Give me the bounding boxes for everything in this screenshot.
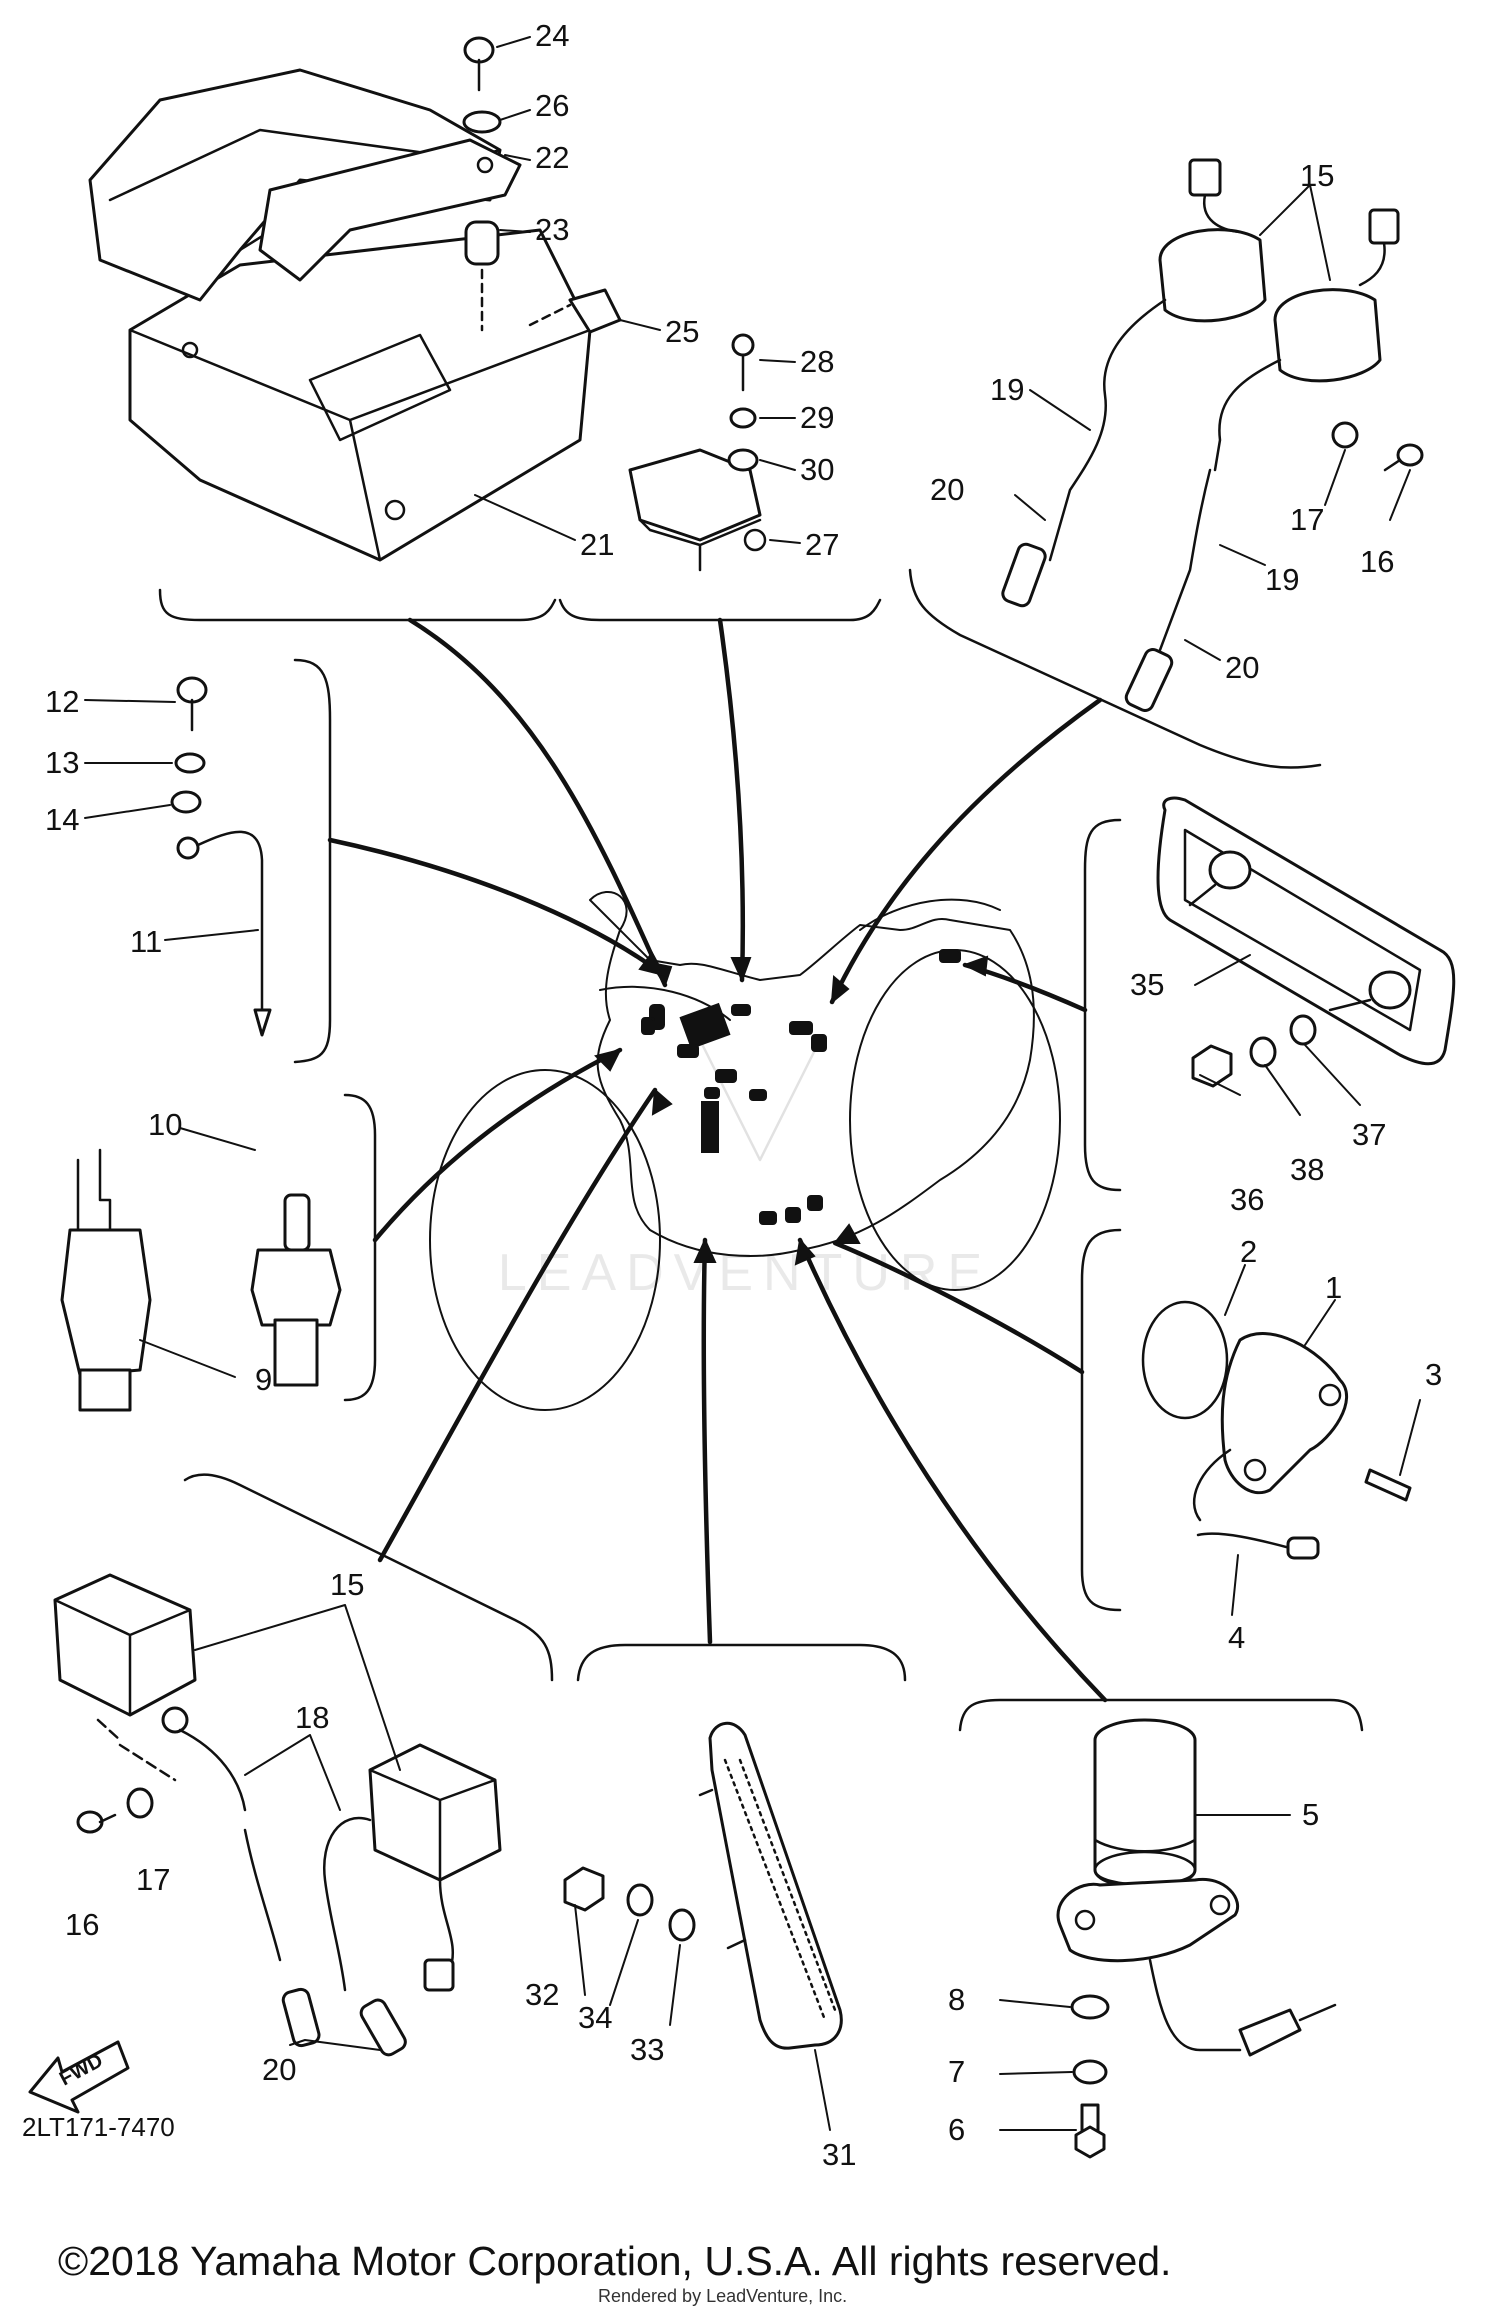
callout-35: 35 xyxy=(1130,967,1164,1002)
callout-4: 4 xyxy=(1228,1620,1245,1655)
ignition-coil-group-upper xyxy=(1001,158,1424,712)
lead-wire-group xyxy=(170,676,272,1037)
callout-30: 30 xyxy=(800,452,834,487)
callout-1: 1 xyxy=(1325,1270,1342,1305)
callout-15-lower: 15 xyxy=(330,1567,364,1602)
motorcycle-outline xyxy=(429,890,1061,1411)
copyright-notice: ©2018 Yamaha Motor Corporation, U.S.A. A… xyxy=(58,2238,1172,2284)
callout-labels: 24 26 22 23 25 21 28 29 30 27 15 19 20 1… xyxy=(45,18,1442,2172)
fwd-arrow-icon: FWD xyxy=(28,2040,130,2114)
callout-17-lower: 17 xyxy=(136,1862,170,1897)
relay-group xyxy=(628,333,767,572)
ignition-coil-group-lower xyxy=(53,1573,502,2057)
callout-22: 22 xyxy=(535,140,569,175)
callout-33: 33 xyxy=(630,2032,664,2067)
callout-12: 12 xyxy=(45,684,79,719)
callout-9: 9 xyxy=(255,1362,272,1397)
callout-23: 23 xyxy=(535,212,569,247)
callout-28: 28 xyxy=(800,344,834,379)
sensor-group xyxy=(1141,1300,1412,1560)
callout-8: 8 xyxy=(948,1982,965,2017)
callout-38: 38 xyxy=(1290,1152,1324,1187)
callout-34: 34 xyxy=(578,2000,612,2035)
callout-18: 18 xyxy=(295,1700,329,1735)
callout-15-upper: 15 xyxy=(1300,158,1334,193)
callout-25: 25 xyxy=(665,314,699,349)
tail-light-group xyxy=(1156,796,1456,1088)
callout-21: 21 xyxy=(580,527,614,562)
callout-16-lower: 16 xyxy=(65,1907,99,1942)
leader-lines xyxy=(327,617,1108,1703)
callout-2: 2 xyxy=(1240,1234,1257,1269)
callout-37: 37 xyxy=(1352,1117,1386,1152)
rendered-by-notice: Rendered by LeadVenture, Inc. xyxy=(598,2286,848,2306)
callout-17-upper: 17 xyxy=(1290,502,1324,537)
callout-19-upper-a: 19 xyxy=(990,372,1024,407)
callout-leaders xyxy=(84,36,1421,2131)
solenoid-group xyxy=(1056,1718,1337,2159)
callout-27: 27 xyxy=(805,527,839,562)
callout-31: 31 xyxy=(822,2137,856,2172)
callout-20-upper-a: 20 xyxy=(930,472,964,507)
group-brackets xyxy=(158,568,1364,1732)
reflector-group xyxy=(563,1721,843,2050)
callout-7: 7 xyxy=(948,2054,965,2089)
callout-36: 36 xyxy=(1230,1182,1264,1217)
watermark-text: LEADVENTURE xyxy=(498,1244,992,1302)
callout-26: 26 xyxy=(535,88,569,123)
switch-group xyxy=(60,1148,342,1412)
watermark-logo: LEADVENTURE xyxy=(498,1038,992,1302)
callout-6: 6 xyxy=(948,2112,965,2147)
diagram-id-label: 2LT171-7470 xyxy=(22,2112,175,2142)
callout-32: 32 xyxy=(525,1977,559,2012)
callout-24: 24 xyxy=(535,18,569,53)
callout-29: 29 xyxy=(800,400,834,435)
callout-13: 13 xyxy=(45,745,79,780)
callout-20-upper-b: 20 xyxy=(1225,650,1259,685)
callout-11: 11 xyxy=(130,924,162,959)
callout-16-upper: 16 xyxy=(1360,544,1394,579)
callout-20-lower: 20 xyxy=(262,2052,296,2087)
callout-5: 5 xyxy=(1302,1797,1319,1832)
callout-14: 14 xyxy=(45,802,79,837)
callout-10: 10 xyxy=(148,1107,182,1142)
control-unit-group xyxy=(88,36,622,562)
callout-19-upper-b: 19 xyxy=(1265,562,1299,597)
callout-3: 3 xyxy=(1425,1357,1442,1392)
